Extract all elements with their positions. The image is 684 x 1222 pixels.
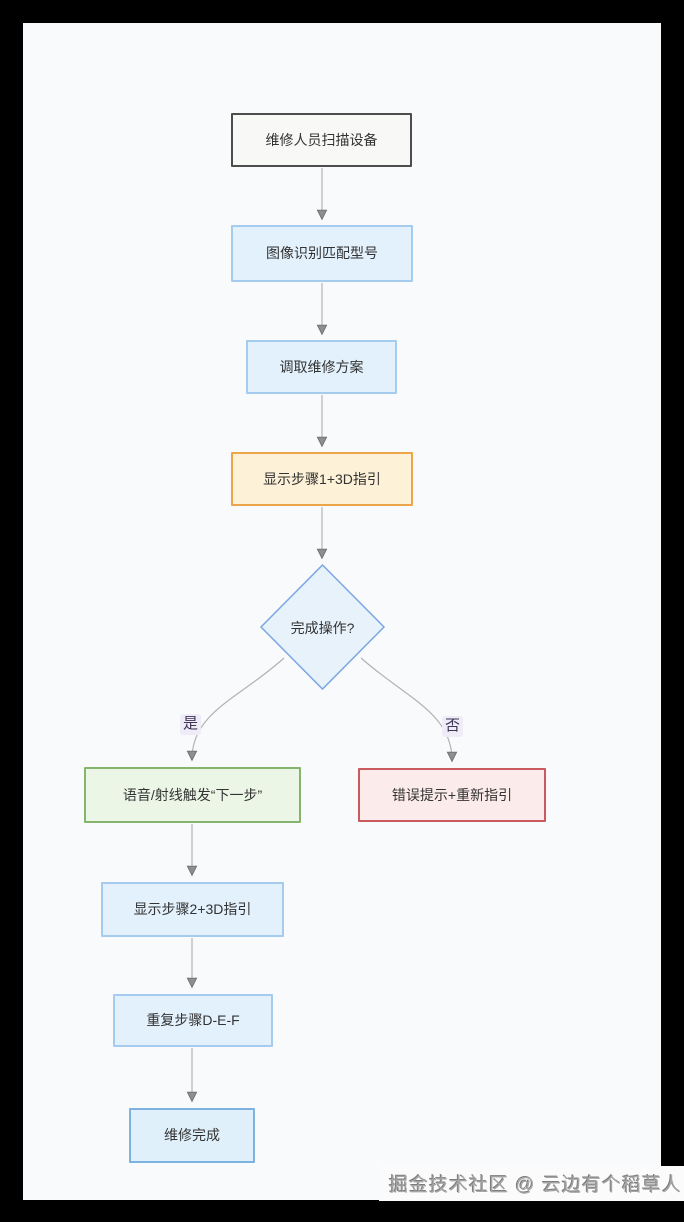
node-image-match-model: 图像识别匹配型号 [231, 225, 413, 282]
node-show-step2-3d: 显示步骤2+3D指引 [101, 882, 284, 937]
node-label: 维修人员扫描设备 [265, 131, 378, 148]
node-label: 维修完成 [164, 1127, 220, 1144]
node-label: 语音/射线触发“下一步” [122, 786, 263, 803]
node-decision-complete: 完成操作? [262, 618, 383, 638]
node-show-step1-3d: 显示步骤1+3D指引 [231, 452, 413, 506]
node-label: 错误提示+重新指引 [391, 786, 513, 803]
node-scan-device: 维修人员扫描设备 [231, 113, 412, 167]
node-fetch-repair-plan: 调取维修方案 [246, 340, 397, 394]
node-repeat-def: 重复步骤D-E-F [113, 994, 273, 1047]
edge-label-no: 否 [442, 716, 464, 737]
edge-label-yes: 是 [180, 714, 202, 735]
node-error-reguide: 错误提示+重新指引 [358, 768, 546, 822]
node-label: 重复步骤D-E-F [146, 1012, 240, 1029]
node-label: 完成操作? [290, 620, 355, 636]
node-label: 调取维修方案 [279, 358, 364, 375]
node-label: 显示步骤1+3D指引 [263, 470, 381, 487]
node-repair-done: 维修完成 [129, 1108, 255, 1163]
node-label: 显示步骤2+3D指引 [133, 901, 252, 918]
node-label: 图像识别匹配型号 [266, 245, 378, 262]
watermark-text: 掘金技术社区 @ 云边有个稻草人 [379, 1166, 684, 1201]
node-voice-trigger-next: 语音/射线触发“下一步” [84, 767, 301, 823]
